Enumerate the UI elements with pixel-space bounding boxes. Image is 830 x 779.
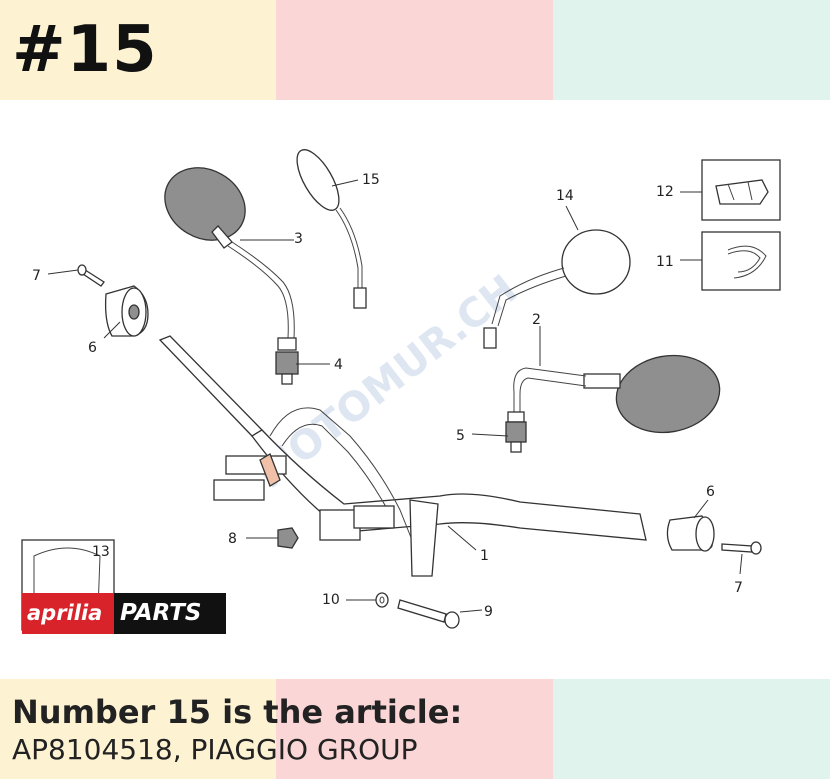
callout-3: 3 [294,231,303,247]
callout-9: 9 [484,604,493,620]
callout-8: 8 [228,531,237,547]
callout-1: 1 [480,548,489,564]
callout-5: 5 [456,428,465,444]
top-color-band [0,0,830,100]
caption-heading: Number 15 is the article: [12,693,463,731]
callout-4: 4 [334,357,343,373]
callout-6-left: 6 [88,340,97,356]
logo-suffix: PARTS [114,593,226,634]
left-mirror [164,167,299,385]
parts-diagram: MOTOMUR.CH [21,149,781,631]
bar-end-weight-right [666,515,715,552]
callout-11: 11 [656,254,674,270]
callout-6-right: 6 [706,484,715,500]
callout-7-left: 7 [32,268,41,284]
callout-10: 10 [322,592,340,608]
band-segment-mint [553,0,830,100]
callout-14: 14 [556,188,574,204]
band-segment-mint [553,679,830,779]
handlebar [158,335,647,577]
part-number-badge: #15 [12,13,158,87]
bottom-color-band [0,679,830,779]
callout-12: 12 [656,184,674,200]
clamp-box [701,231,781,291]
bolt [397,599,460,629]
caption-article: AP8104518, PIAGGIO GROUP [12,733,418,766]
clip-box [701,159,781,221]
callout-13: 13 [92,544,110,560]
aprilia-parts-logo: aprilia PARTS [22,593,226,634]
washer [375,592,389,608]
callout-2: 2 [532,312,541,328]
band-segment-pink [276,0,553,100]
nut [277,527,299,549]
right-mirror [505,354,721,453]
logo-brand: aprilia [22,593,114,634]
screw-right [721,541,762,555]
leader-lines [47,179,743,613]
screw-left [77,264,105,287]
callout-7-right: 7 [734,580,743,596]
mirror-part-15 [296,149,367,309]
band-segment-yellow [0,679,276,779]
mirror-part-14 [483,229,631,349]
callout-15: 15 [362,172,380,188]
band-segment-pink [276,679,553,779]
bar-end-weight-left [104,285,149,337]
band-segment-yellow [0,0,276,100]
